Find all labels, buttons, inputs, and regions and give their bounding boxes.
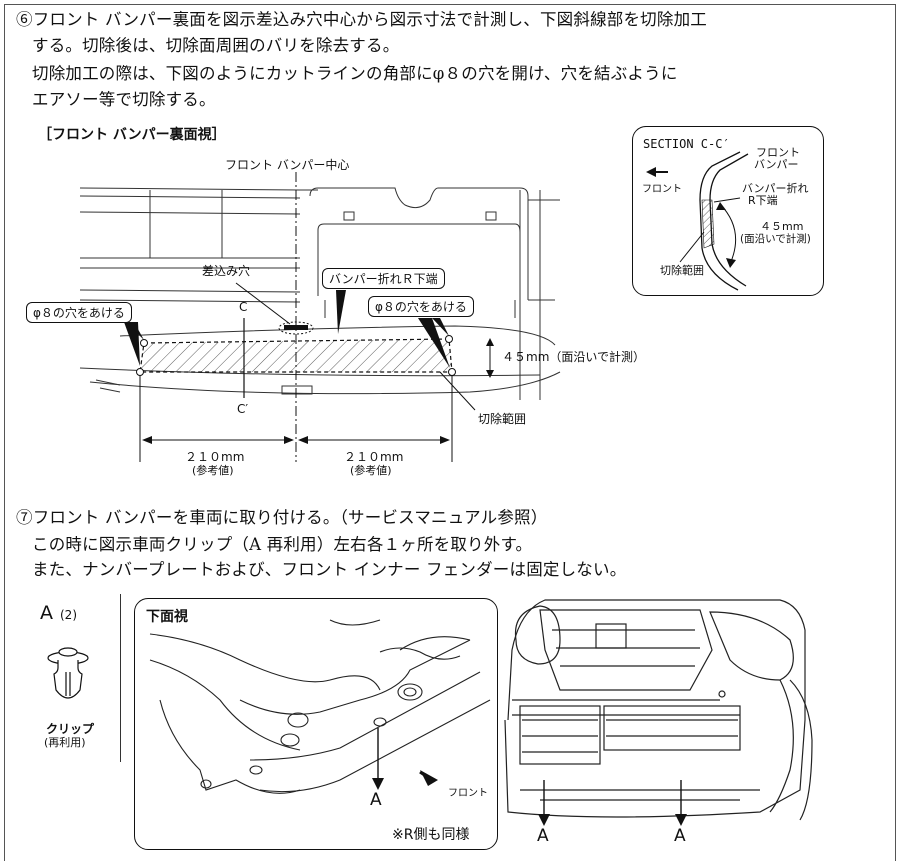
section-bumper-2: バンパー bbox=[754, 158, 799, 171]
step7-line1: ⑦フロント バンパーを車両に取り付ける。（サービスマニュアル参照） bbox=[16, 508, 548, 527]
clip-name: クリップ bbox=[46, 722, 95, 736]
bottom-view-note: ※R側も同様 bbox=[392, 827, 470, 843]
step6-line4: エアソー等で切除する。 bbox=[32, 90, 216, 109]
section-dim-1: ４５mm bbox=[760, 220, 804, 233]
section-cut-range: 切除範囲 bbox=[660, 264, 704, 277]
clip-label: A bbox=[40, 602, 53, 624]
dim-right-label: ２１０mm bbox=[344, 450, 404, 464]
page-frame bbox=[4, 4, 896, 861]
bottom-view-title: 下面視 bbox=[146, 609, 188, 625]
section-title: SECTION C-C′ bbox=[643, 137, 730, 151]
hole-left-callout: φ８の穴をあける bbox=[26, 302, 132, 323]
car-marker-right: A bbox=[674, 826, 686, 846]
section-box bbox=[632, 126, 824, 296]
bottom-view-marker: A bbox=[370, 790, 382, 810]
dim-45-label: ４５mm（面沿いで計測） bbox=[502, 350, 646, 364]
insert-hole-label: 差込み穴 bbox=[202, 264, 251, 278]
step6-line1: ⑥フロント バンパー裏面を図示差込み穴中心から図示寸法で計測し、下図斜線部を切除… bbox=[16, 10, 707, 29]
section-dim-2: (面沿いで計測) bbox=[740, 233, 811, 245]
step6-line2: する。切除後は、切除面周囲のバリを除去する。 bbox=[32, 36, 400, 55]
bend-end-callout: バンパー折れＲ下端 bbox=[322, 268, 445, 289]
section-bend-2: R下端 bbox=[748, 194, 778, 207]
section-bumper-1: フロント bbox=[756, 146, 800, 159]
section-front-dir: フロント bbox=[642, 184, 682, 195]
car-marker-left: A bbox=[537, 826, 549, 846]
dim-left-note: (参考値) bbox=[192, 464, 234, 477]
clip-divider bbox=[120, 594, 121, 762]
cut-range-label: 切除範囲 bbox=[478, 412, 527, 426]
dim-left-label: ２１０mm bbox=[185, 450, 245, 464]
section-bend-1: バンパー折れ bbox=[742, 182, 809, 195]
clip-count: (2) bbox=[60, 608, 77, 622]
hole-right-callout: φ８の穴をあける bbox=[368, 296, 474, 317]
bottom-view-box bbox=[134, 598, 498, 850]
clip-note: (再利用) bbox=[44, 736, 86, 749]
dim-right-note: (参考値) bbox=[350, 464, 392, 477]
section-c-label: C bbox=[239, 300, 248, 314]
bottom-view-front: フロント bbox=[448, 788, 488, 799]
step7-line3: また、ナンバープレートおよび、フロント インナー フェンダーは固定しない。 bbox=[32, 560, 627, 579]
step6-line3: 切除加工の際は、下図のようにカットラインの角部にφ８の穴を開け、穴を結ぶように bbox=[32, 64, 678, 83]
step7-line2: この時に図示車両クリップ（A 再利用）左右各１ヶ所を取り外す。 bbox=[32, 535, 533, 554]
fig1-title: ［フロント バンパー裏面視］ bbox=[38, 127, 226, 143]
section-c2-label: C′ bbox=[237, 402, 249, 416]
bumper-center-label: フロント バンパー中心 bbox=[225, 158, 350, 172]
